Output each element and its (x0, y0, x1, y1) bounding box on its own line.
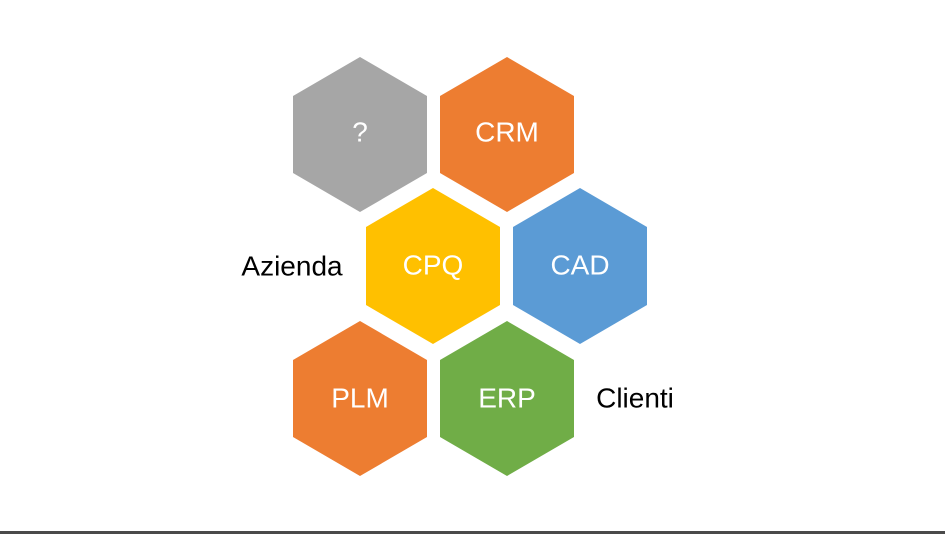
hex-cad-shape (513, 188, 647, 344)
hex-crm-shape (440, 57, 574, 212)
label-clienti: Clienti (596, 382, 674, 413)
hex-cad: CAD (513, 188, 647, 344)
hex-cpq: CPQ (366, 188, 500, 344)
hex-cpq-label: CPQ (403, 249, 464, 280)
hex-unknown: ? (293, 57, 427, 212)
hex-cad-label: CAD (550, 249, 609, 280)
hex-plm-label: PLM (331, 382, 389, 413)
hex-unknown-shape (293, 57, 427, 212)
hex-cpq-shape (366, 188, 500, 344)
bottom-divider (0, 531, 945, 534)
hex-crm: CRM (440, 57, 574, 212)
label-azienda: Azienda (241, 250, 343, 281)
hex-plm-shape (293, 321, 427, 476)
hex-erp-label: ERP (478, 382, 536, 413)
hex-unknown-label: ? (352, 116, 368, 147)
hex-crm-label: CRM (475, 116, 539, 147)
hex-erp: ERP (440, 321, 574, 476)
hex-plm: PLM (293, 321, 427, 476)
hex-erp-shape (440, 321, 574, 476)
